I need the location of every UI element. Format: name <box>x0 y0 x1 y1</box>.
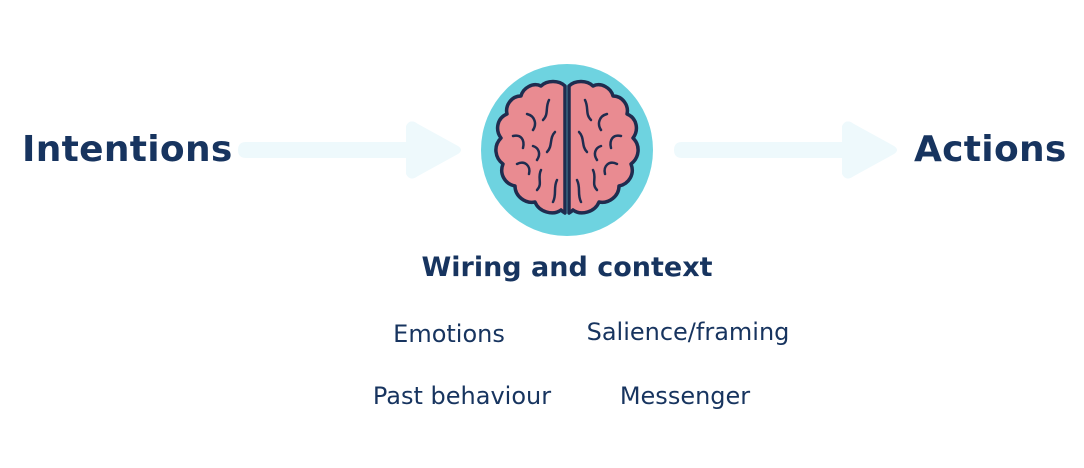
actions-label: Actions <box>914 129 1067 170</box>
factor-messenger: Messenger <box>619 382 751 410</box>
factor-salience-framing: Salience/framing <box>586 318 790 346</box>
factor-past-behaviour: Past behaviour <box>372 382 552 410</box>
wiring-and-context-title: Wiring and context <box>421 252 713 283</box>
brain-icon <box>479 62 655 238</box>
factor-emotions: Emotions <box>393 320 505 348</box>
arrow-right-icon <box>674 121 897 179</box>
intentions-label: Intentions <box>22 129 233 170</box>
arrow-right-icon <box>238 121 461 179</box>
